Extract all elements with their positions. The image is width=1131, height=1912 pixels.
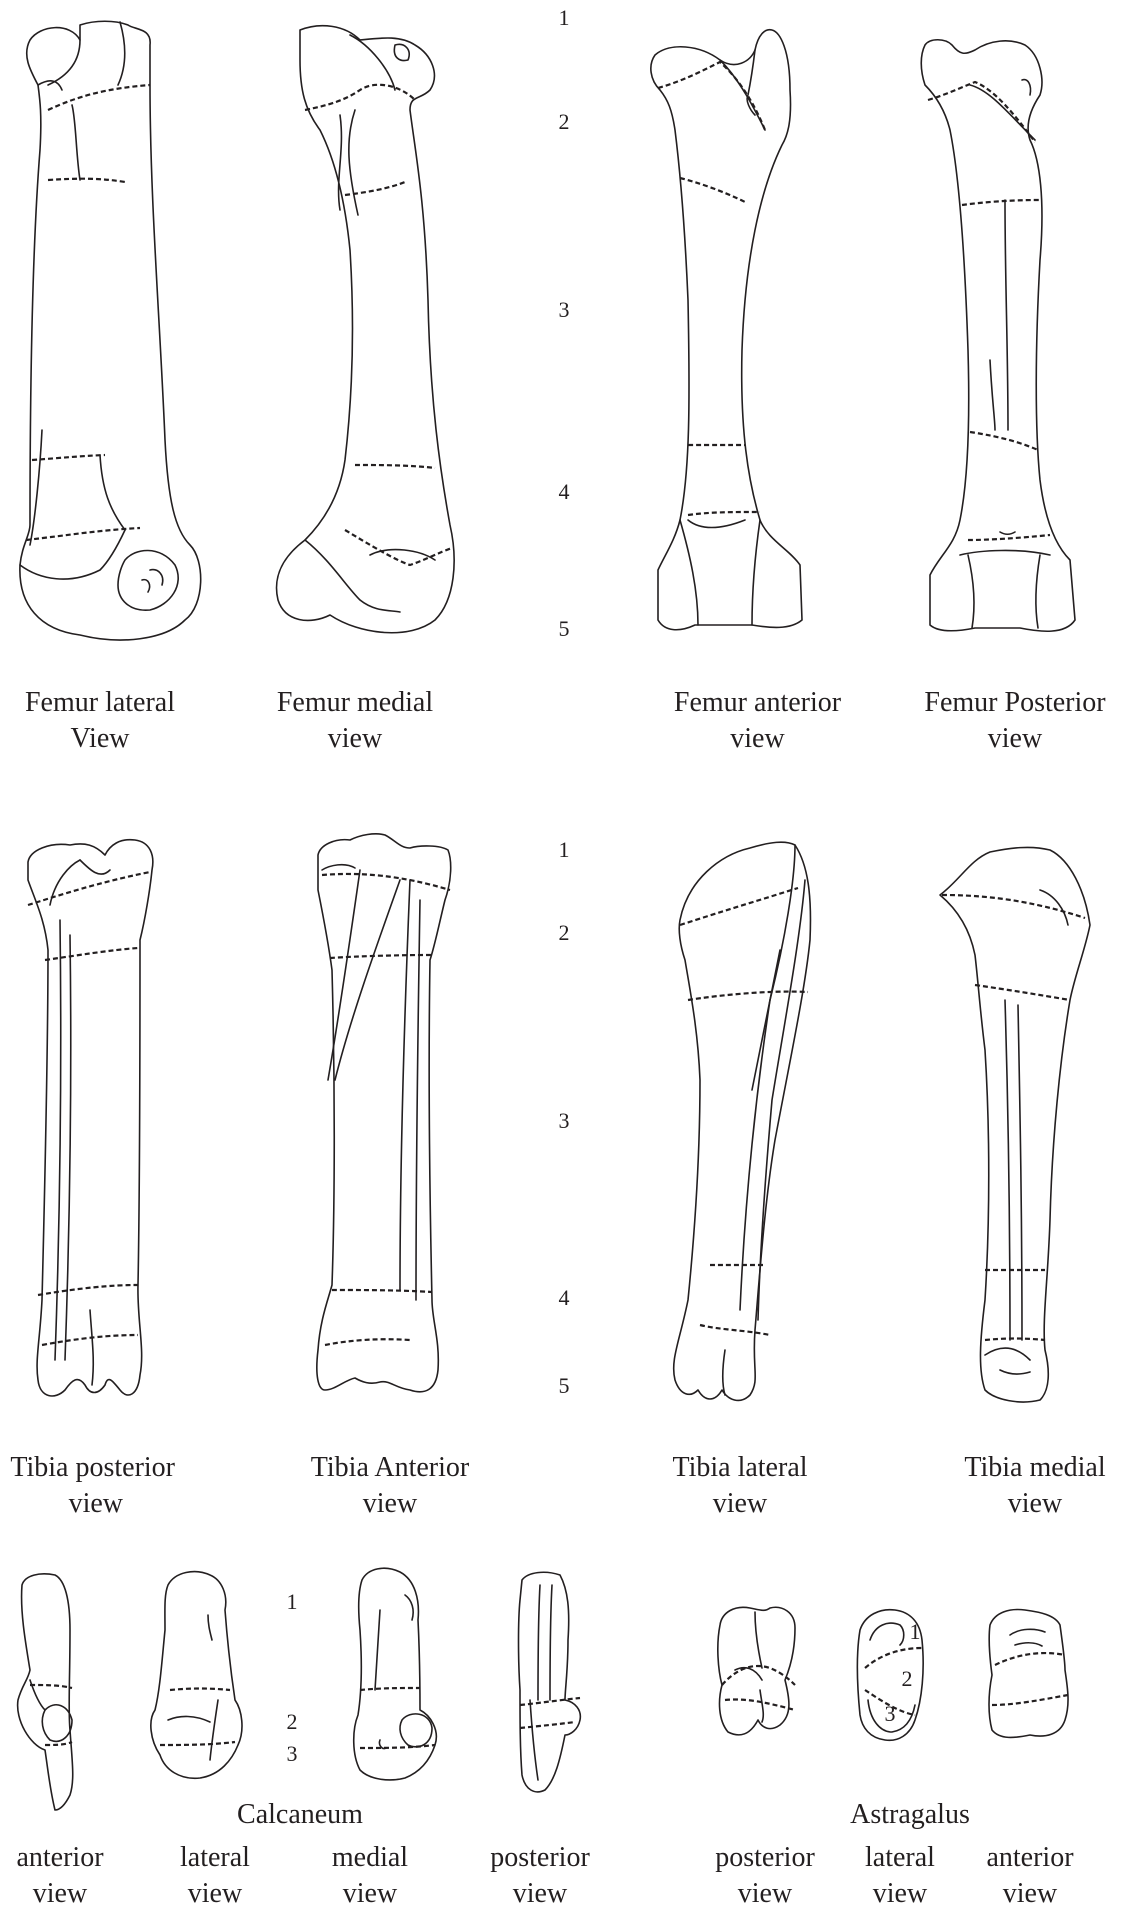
- calcaneum-posterior-drawing: [519, 1572, 581, 1792]
- femur-medial-drawing: [277, 26, 455, 633]
- tibia-posterior-drawing: [28, 840, 153, 1396]
- astragalus-posterior-drawing: [718, 1607, 795, 1735]
- astragalus-title: Astragalus: [810, 1797, 1010, 1833]
- astragalus-section-1: 1: [903, 1620, 927, 1644]
- caption-calcaneum-posterior: posterior view: [475, 1840, 605, 1912]
- astragalus-section-3: 3: [878, 1702, 902, 1726]
- caption-astragalus-anterior: anterior view: [965, 1840, 1095, 1912]
- caption-line-2: View: [0, 721, 200, 757]
- femur-anterior-drawing: [651, 30, 802, 630]
- calcaneum-section-1: 1: [280, 1590, 304, 1614]
- caption-line-1: posterior: [475, 1840, 605, 1876]
- femur-section-4: 4: [552, 480, 576, 504]
- caption-line-1: anterior: [0, 1840, 120, 1876]
- femur-section-1: 1: [552, 6, 576, 30]
- caption-tibia-anterior: Tibia Anterior view: [290, 1450, 490, 1522]
- caption-tibia-posterior: Tibia posterior view: [0, 1450, 175, 1522]
- caption-calcaneum-lateral: lateral view: [160, 1840, 270, 1912]
- tibia-section-5: 5: [552, 1374, 576, 1398]
- caption-line-1: Tibia Anterior: [290, 1450, 490, 1486]
- tibia-anterior-drawing: [317, 834, 451, 1392]
- caption-line-1: Femur medial: [250, 685, 460, 721]
- caption-tibia-lateral: Tibia lateral view: [650, 1450, 830, 1522]
- caption-line-1: Tibia lateral: [650, 1450, 830, 1486]
- caption-line-1: medial: [315, 1840, 425, 1876]
- caption-astragalus-lateral: lateral view: [845, 1840, 955, 1912]
- tibia-lateral-drawing: [674, 842, 811, 1400]
- caption-line-1: Tibia posterior: [0, 1450, 175, 1486]
- tibia-section-1: 1: [552, 838, 576, 862]
- calcaneum-section-2: 2: [280, 1710, 304, 1734]
- caption-line-2: view: [0, 1876, 120, 1912]
- caption-line-1: Femur Posterior: [900, 685, 1130, 721]
- caption-line-2: view: [650, 1486, 830, 1522]
- caption-femur-lateral: Femur lateral View: [0, 685, 200, 757]
- calcaneum-title: Calcaneum: [200, 1797, 400, 1833]
- caption-femur-posterior: Femur Posterior view: [900, 685, 1130, 757]
- caption-line-2: view: [0, 1486, 175, 1522]
- astragalus-anterior-drawing: [989, 1610, 1068, 1738]
- caption-femur-anterior: Femur anterior view: [650, 685, 865, 757]
- caption-calcaneum-anterior: anterior view: [0, 1840, 120, 1912]
- caption-line-2: view: [900, 721, 1130, 757]
- caption-line-2: view: [475, 1876, 605, 1912]
- femur-section-3: 3: [552, 298, 576, 322]
- caption-line-1: lateral: [160, 1840, 270, 1876]
- caption-line-2: view: [700, 1876, 830, 1912]
- femur-lateral-drawing: [20, 21, 201, 640]
- caption-astragalus-posterior: posterior view: [700, 1840, 830, 1912]
- caption-line-1: anterior: [965, 1840, 1095, 1876]
- caption-line-2: view: [250, 721, 460, 757]
- astragalus-section-2: 2: [895, 1667, 919, 1691]
- femur-posterior-drawing: [921, 40, 1075, 632]
- femur-section-5: 5: [552, 617, 576, 641]
- caption-line-1: Femur lateral: [0, 685, 200, 721]
- caption-line-2: view: [945, 1486, 1125, 1522]
- tibia-section-3: 3: [552, 1109, 576, 1133]
- caption-tibia-medial: Tibia medial view: [945, 1450, 1125, 1522]
- calcaneum-section-3: 3: [280, 1742, 304, 1766]
- caption-line-2: view: [290, 1486, 490, 1522]
- calcaneum-lateral-drawing: [151, 1572, 242, 1779]
- caption-line-1: lateral: [845, 1840, 955, 1876]
- tibia-medial-drawing: [940, 847, 1090, 1402]
- caption-line-2: view: [650, 721, 865, 757]
- calcaneum-medial-drawing: [354, 1568, 437, 1780]
- caption-line-1: Tibia medial: [945, 1450, 1125, 1486]
- femur-section-2: 2: [552, 110, 576, 134]
- caption-line-1: posterior: [700, 1840, 830, 1876]
- caption-line-2: view: [160, 1876, 270, 1912]
- caption-line-1: Femur anterior: [650, 685, 865, 721]
- tibia-section-4: 4: [552, 1286, 576, 1310]
- caption-calcaneum-medial: medial view: [315, 1840, 425, 1912]
- calcaneum-anterior-drawing: [18, 1574, 73, 1810]
- caption-line-2: view: [315, 1876, 425, 1912]
- tibia-section-2: 2: [552, 921, 576, 945]
- caption-line-2: view: [845, 1876, 955, 1912]
- caption-line-2: view: [965, 1876, 1095, 1912]
- caption-femur-medial: Femur medial view: [250, 685, 460, 757]
